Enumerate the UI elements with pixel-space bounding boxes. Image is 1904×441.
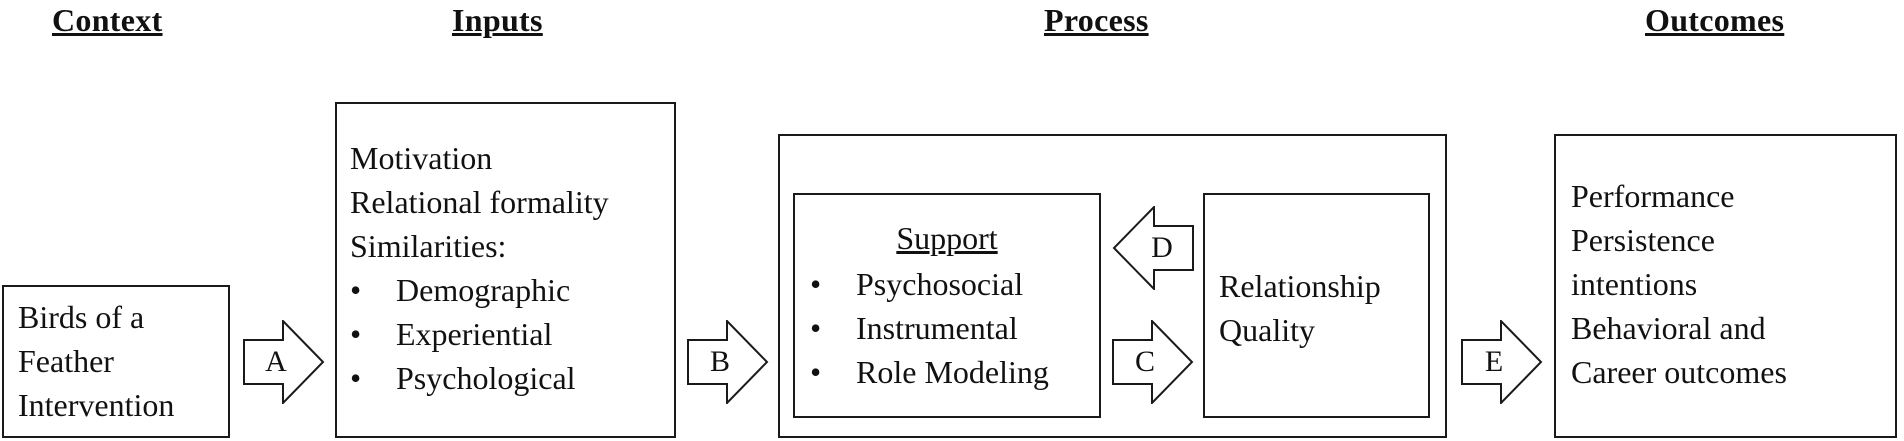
- arrow-b-icon: [687, 320, 769, 404]
- outcomes-box: [1554, 134, 1897, 438]
- inputs-text: Motivation Relational formality Similari…: [350, 136, 609, 400]
- arrow-a-label: A: [265, 345, 287, 378]
- relationship-box: [1203, 193, 1430, 418]
- support-bullet: Instrumental: [810, 306, 1049, 350]
- inputs-line: Similarities:: [350, 228, 507, 264]
- outcomes-text: Performance Persistence intentions Behav…: [1571, 174, 1787, 394]
- inputs-line: Motivation: [350, 140, 493, 176]
- outcomes-line: Behavioral and: [1571, 310, 1766, 346]
- support-bullet: Role Modeling: [810, 350, 1049, 394]
- inputs-bullet: Psychological: [350, 356, 609, 400]
- arrow-d-icon: [1112, 206, 1194, 290]
- context-line: Intervention: [18, 387, 175, 423]
- support-title-text: Support: [896, 220, 998, 256]
- context-box: [2, 285, 230, 438]
- header-outcomes: Outcomes: [1645, 2, 1785, 38]
- support-bullet: Psychosocial: [810, 262, 1049, 306]
- relationship-text: Relationship Quality: [1219, 264, 1381, 352]
- header-inputs: Inputs: [452, 2, 543, 38]
- arrow-d-label: D: [1151, 231, 1173, 264]
- context-line: Birds of a: [18, 299, 145, 335]
- arrow-c-icon: [1112, 320, 1194, 404]
- relationship-line: Relationship: [1219, 268, 1381, 304]
- context-line: Feather: [18, 343, 114, 379]
- arrow-e-label: E: [1484, 345, 1504, 378]
- support-bullets: Psychosocial Instrumental Role Modeling: [810, 262, 1049, 394]
- inputs-bullet: Demographic: [350, 268, 609, 312]
- outcomes-line: intentions: [1571, 266, 1698, 302]
- relationship-line: Quality: [1219, 312, 1315, 348]
- arrow-a-icon: [243, 320, 325, 404]
- inputs-bullet: Experiential: [350, 312, 609, 356]
- context-text: Birds of a Feather Intervention: [18, 295, 174, 427]
- arrow-e-icon: [1461, 320, 1543, 404]
- header-context: Context: [52, 2, 163, 38]
- outcomes-line: Persistence: [1571, 222, 1715, 258]
- outcomes-line: Career outcomes: [1571, 354, 1787, 390]
- outcomes-line: Performance: [1571, 178, 1735, 214]
- header-process: Process: [1044, 2, 1149, 38]
- arrow-c-label: C: [1134, 345, 1155, 378]
- support-title: Support: [793, 216, 1101, 260]
- arrow-b-label: B: [709, 345, 730, 378]
- inputs-line: Relational formality: [350, 184, 609, 220]
